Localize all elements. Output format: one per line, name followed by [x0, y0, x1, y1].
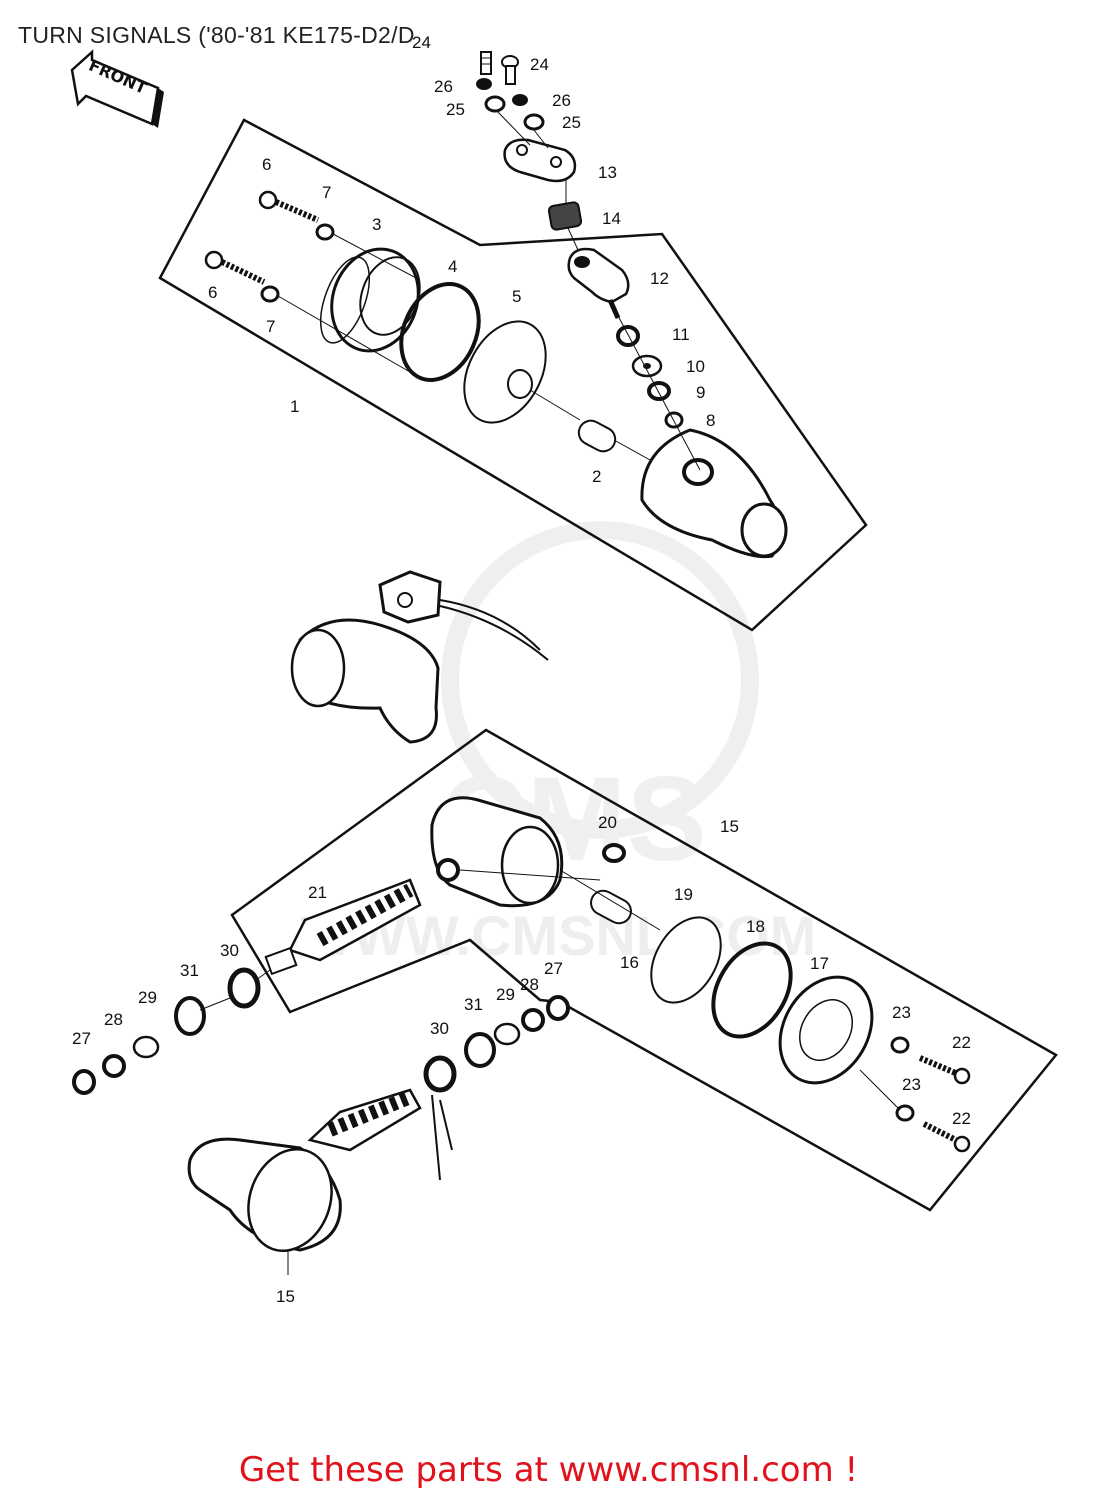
nut-27-lower [546, 995, 570, 1021]
callout-9: 9 [696, 383, 705, 402]
callout-30: 30 [220, 941, 239, 960]
callout-28: 28 [520, 975, 539, 994]
screw-6-bottom [204, 250, 266, 285]
callout-11: 11 [672, 325, 690, 344]
callout-8: 8 [706, 411, 715, 430]
callout-5: 5 [512, 287, 521, 306]
callout-31: 31 [464, 995, 483, 1014]
callout-21: 21 [308, 883, 327, 902]
callout-25: 25 [562, 113, 581, 132]
callout-15: 15 [720, 817, 739, 836]
nut-30-lower [423, 1055, 457, 1093]
lens-3 [319, 247, 421, 353]
assembled-signal-15 [187, 1088, 453, 1275]
bolt-24-right [501, 55, 519, 85]
gasket-4 [399, 282, 481, 382]
callout-22: 22 [952, 1033, 971, 1052]
callout-26: 26 [552, 91, 571, 110]
upper-leaders [277, 109, 701, 471]
callout-30: 30 [430, 1019, 449, 1038]
callout-4: 4 [448, 257, 457, 276]
callout-15: 15 [276, 1287, 295, 1306]
rubber-14 [547, 201, 583, 231]
footer-link-text[interactable]: Get these parts at www.cmsnl.com ! [238, 1450, 859, 1490]
washer-23-bottom [895, 1104, 915, 1122]
callout-26: 26 [434, 77, 453, 96]
front-arrow-icon: FRONT [70, 49, 164, 128]
screw-22-bottom [922, 1121, 971, 1153]
clamp-13 [503, 138, 577, 183]
mount-12 [567, 247, 630, 320]
washer-26-left [476, 78, 492, 90]
nut-25-right [523, 113, 545, 131]
callout-31: 31 [180, 961, 199, 980]
callout-17: 17 [810, 954, 829, 973]
callout-3: 3 [372, 215, 381, 234]
callout-7: 7 [266, 317, 275, 336]
callout-24: 24 [412, 33, 431, 52]
washer-9 [647, 381, 671, 401]
callout-10: 10 [686, 357, 705, 376]
callout-2: 2 [592, 467, 601, 486]
stay-21 [264, 878, 422, 976]
housing-upper [640, 428, 788, 559]
callout-27: 27 [72, 1029, 91, 1048]
callout-24: 24 [530, 55, 549, 74]
upper-assembly-outline [158, 118, 868, 632]
screw-6-top [258, 190, 320, 223]
nut-8 [664, 411, 684, 429]
washer-31-lower [464, 1032, 496, 1068]
housing-lower [430, 796, 564, 908]
callout-23: 23 [892, 1003, 911, 1022]
callout-7: 7 [322, 183, 331, 202]
bulb-2 [577, 419, 617, 453]
callout-12: 12 [650, 269, 669, 288]
bolt-24-left [480, 51, 492, 75]
nut-20 [602, 843, 626, 863]
callout-27: 27 [544, 959, 563, 978]
callout-6: 6 [208, 283, 217, 302]
callout-1: 1 [290, 397, 299, 416]
nut-30-upper [227, 967, 261, 1009]
lens-17 [778, 975, 874, 1085]
washer-28-upper [102, 1054, 126, 1078]
washer-7-top [315, 223, 335, 241]
callout-23: 23 [902, 1075, 921, 1094]
washer-28-lower [521, 1008, 545, 1032]
washer-31-upper [174, 996, 206, 1036]
washer-29-upper [132, 1035, 160, 1059]
diagram-title: TURN SIGNALS ('80-'81 KE175-D2/D [18, 22, 415, 48]
gasket-18 [711, 941, 793, 1039]
washer-29-lower [493, 1022, 521, 1046]
callout-22: 22 [952, 1109, 971, 1128]
washer-7-bottom [260, 285, 280, 303]
callout-25: 25 [446, 100, 465, 119]
callout-14: 14 [602, 209, 621, 228]
callout-29: 29 [496, 985, 515, 1004]
assembled-signal [290, 570, 549, 744]
nut-27-upper [72, 1069, 96, 1095]
nut-25-left [484, 95, 506, 113]
callout-28: 28 [104, 1010, 123, 1029]
washer-23-top [890, 1036, 910, 1054]
reflector-5 [463, 320, 547, 424]
callout-20: 20 [598, 813, 617, 832]
callout-29: 29 [138, 988, 157, 1007]
screw-22-top [918, 1055, 971, 1085]
callout-16: 16 [620, 953, 639, 972]
callout-19: 19 [674, 885, 693, 904]
washer-26-right [512, 94, 528, 106]
callout-6: 6 [262, 155, 271, 174]
lower-leaders [199, 869, 901, 1111]
callout-18: 18 [746, 917, 765, 936]
callout-13: 13 [598, 163, 617, 182]
reflector-19 [650, 916, 722, 1004]
nut-11 [616, 325, 640, 347]
bulb-16 [590, 889, 632, 925]
